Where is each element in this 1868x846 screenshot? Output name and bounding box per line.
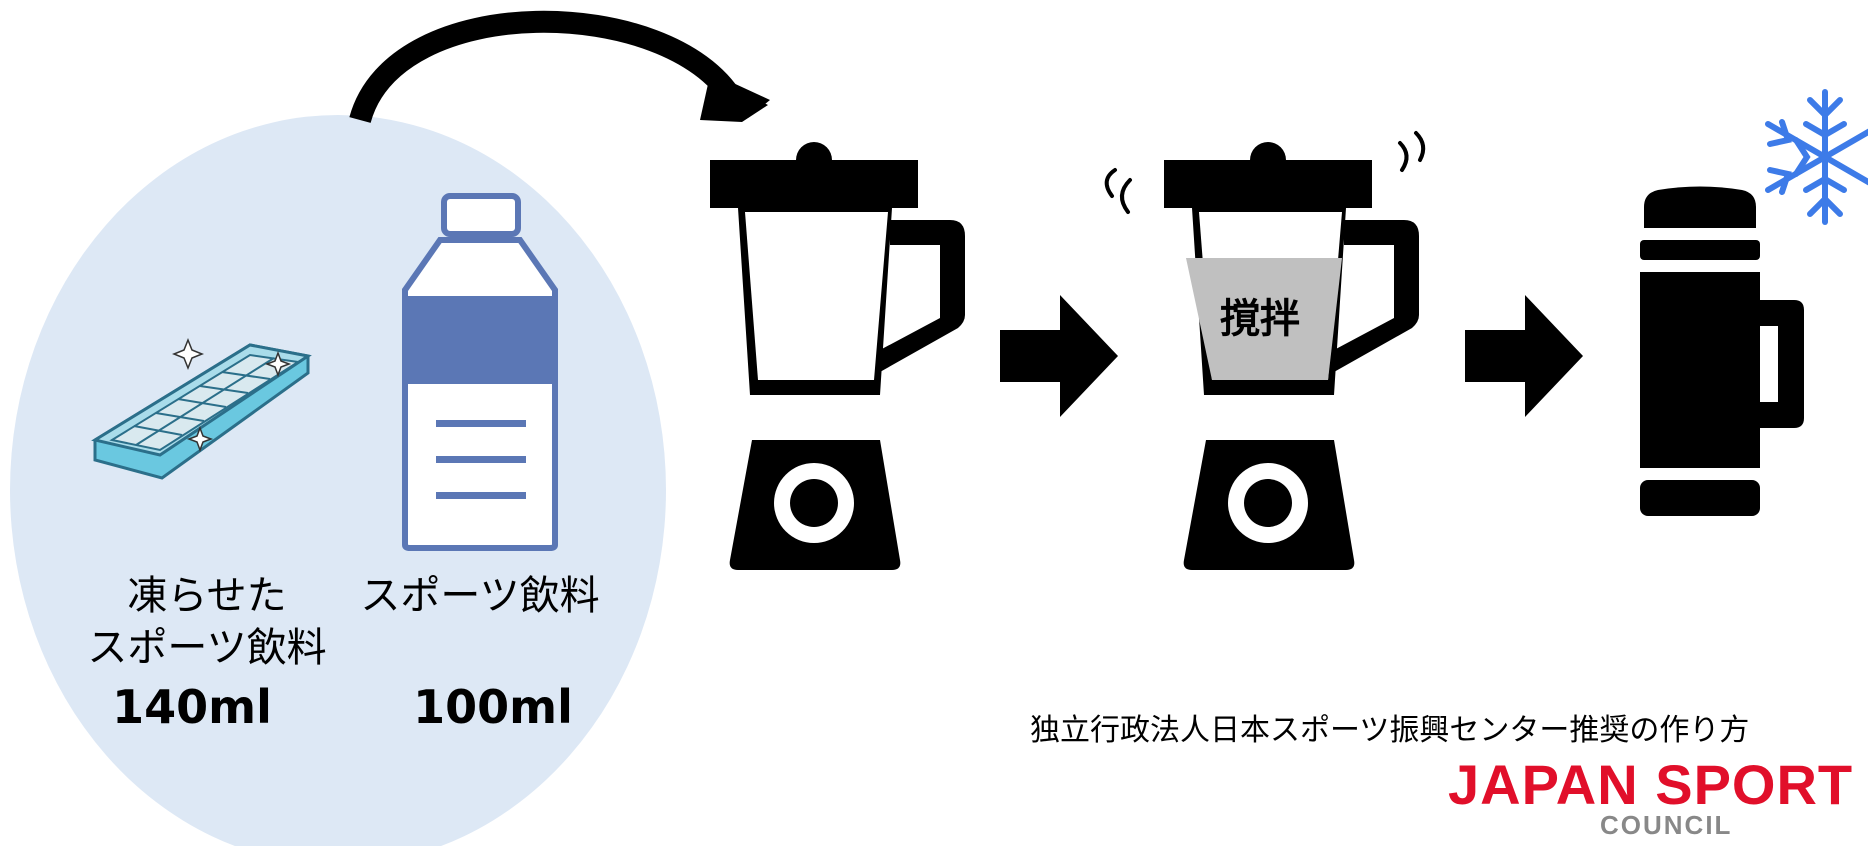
thermos-icon — [1640, 186, 1804, 516]
amount-frozen: 140ml — [112, 680, 272, 734]
vibration-lines-icon — [1104, 131, 1426, 214]
right-arrow-icon — [1465, 295, 1583, 417]
ingredients-background — [10, 115, 666, 846]
ingredient-label-line2: スポーツ飲料 — [87, 625, 327, 671]
curved-arrow-icon — [349, 10, 770, 124]
amount-drink: 100ml — [413, 680, 573, 734]
right-arrow-icon — [1000, 295, 1118, 417]
recipe-source-caption: 独立行政法人日本スポーツ振興センター推奨の作り方 — [1030, 713, 1750, 748]
blender-empty-icon — [710, 142, 965, 570]
ingredient-label-drink: スポーツ飲料 — [360, 573, 600, 619]
ice-tray-icon — [91, 337, 312, 480]
blend-label: 撹拌 — [1220, 296, 1300, 342]
logo-japan-sport: JAPAN SPORT — [1448, 753, 1854, 816]
ingredient-label-line1: 凍らせた — [127, 573, 287, 619]
snowflake-icon — [1765, 89, 1868, 225]
blender-blending-icon — [1104, 131, 1426, 570]
water-bottle-icon — [402, 193, 558, 551]
ingredient-label-frozen: 凍らせた スポーツ飲料 — [82, 570, 332, 674]
logo-council: COUNCIL — [1600, 810, 1733, 840]
